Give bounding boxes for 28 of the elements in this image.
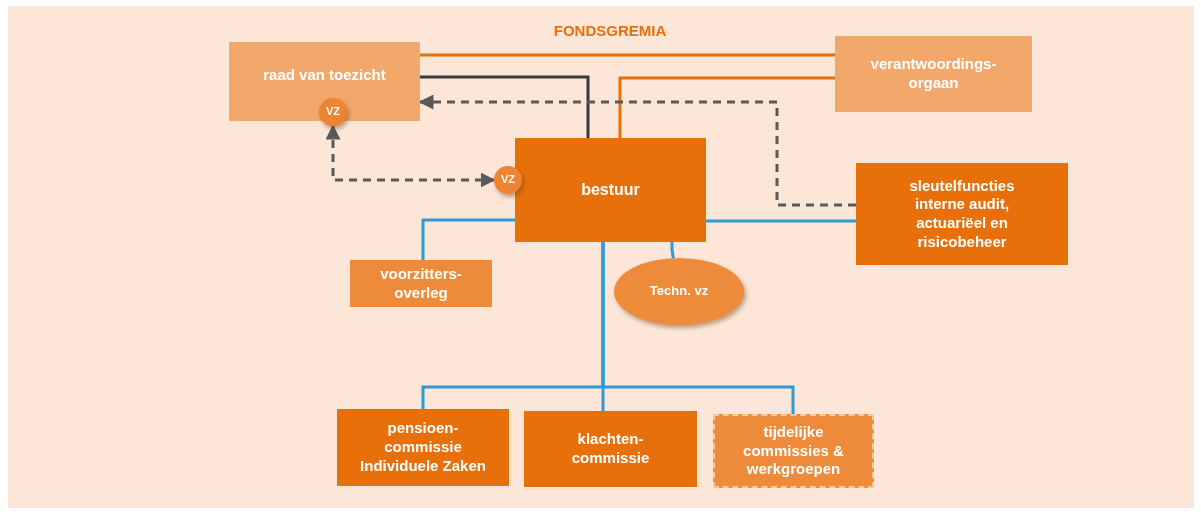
org-box [524,411,697,487]
connector-line [618,76,835,138]
node-label: Techn. vz [649,283,709,300]
org-box [350,260,492,307]
node-label: bestuur [581,180,640,200]
org-box [856,163,1068,265]
connector-line [420,75,590,138]
org-box [515,138,706,242]
node-label: raad van toezicht [263,66,386,85]
node-label: sleutelfuncties interne audit, actuariëel en risicobeheer [908,176,1016,252]
node-label: klachten- commissie [570,430,651,468]
arrow [325,124,496,188]
badge-label: VZ [500,173,516,187]
connector-line [601,242,795,414]
connector-line [421,218,515,260]
node-label: pensioen- commissie Individuele Zaken [359,419,487,476]
org-box [229,42,420,121]
connector-line [706,219,856,223]
org-box [337,409,509,486]
connector-line [670,242,675,259]
node-label: verantwoordings- orgaan [869,55,998,93]
org-box [835,36,1032,112]
connector-line [420,53,835,57]
org-box [713,414,874,488]
node-label: tijdelijke commissies & werkgroepen [742,422,845,480]
badge-label: VZ [325,105,341,119]
node-label: voorzitters- overleg [379,264,463,303]
diagram-title: FONDSGREMIA [552,22,668,39]
